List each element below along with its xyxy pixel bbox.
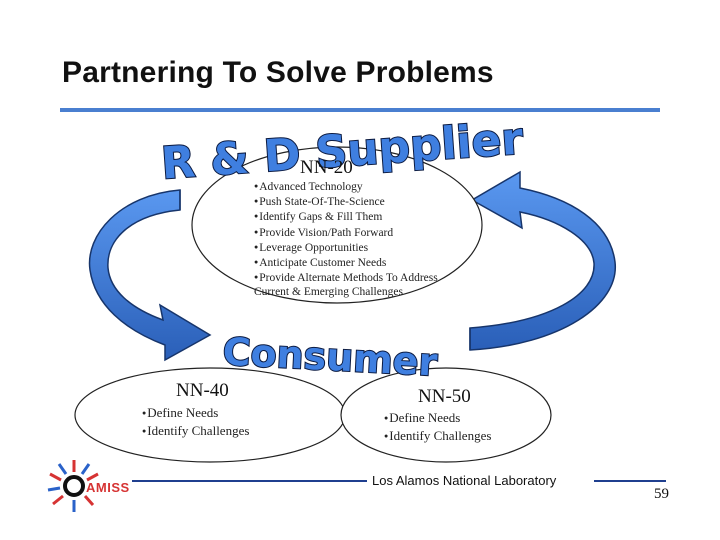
left-bubble-bullets: Define Needs Identify Challenges (142, 404, 249, 440)
right-cycle-arrow (469, 170, 616, 351)
left-bubble-label: NN-40 (176, 380, 229, 401)
top-bubble-label: NN-20 (300, 157, 353, 178)
left-bubble-label-wrap: NN-40 (176, 380, 229, 402)
amiss-logo-icon (47, 460, 99, 512)
bullet-item: Advanced Technology (254, 179, 438, 194)
bullet-item: Identify Challenges (384, 427, 491, 445)
page-number: 59 (654, 486, 669, 502)
bullet-item: Define Needs (142, 404, 249, 422)
banner-consumer: Consumer (222, 329, 439, 384)
bullet-item: Identify Challenges (142, 422, 249, 440)
bullet-item: Push State-Of-The-Science (254, 194, 438, 209)
top-bubble-bullets: Advanced Technology Push State-Of-The-Sc… (254, 179, 438, 300)
bullet-continuation: Current & Emerging Challenges (254, 286, 403, 299)
top-bubble-label-wrap: NN-20 (300, 157, 353, 179)
bullet-item: Provide Vision/Path Forward (254, 225, 438, 240)
bullet-item: Define Needs (384, 409, 491, 427)
right-bubble-label: NN-50 (418, 386, 471, 407)
bullet-item: Anticipate Customer Needs (254, 255, 438, 270)
slide-title: Partnering To Solve Problems (62, 56, 494, 89)
bullet-item: Leverage Opportunities (254, 240, 438, 255)
title-underline (60, 108, 660, 112)
right-bubble-bullets: Define Needs Identify Challenges (384, 409, 491, 445)
footer-lab-name: Los Alamos National Laboratory (372, 473, 557, 488)
bullet-item: Provide Alternate Methods To Address (254, 270, 438, 285)
left-cycle-arrow (88, 189, 212, 362)
bullet-item: Identify Gaps & Fill Them (254, 209, 438, 224)
logo-text: AMISS (86, 480, 130, 495)
right-bubble-label-wrap: NN-50 (418, 386, 471, 408)
